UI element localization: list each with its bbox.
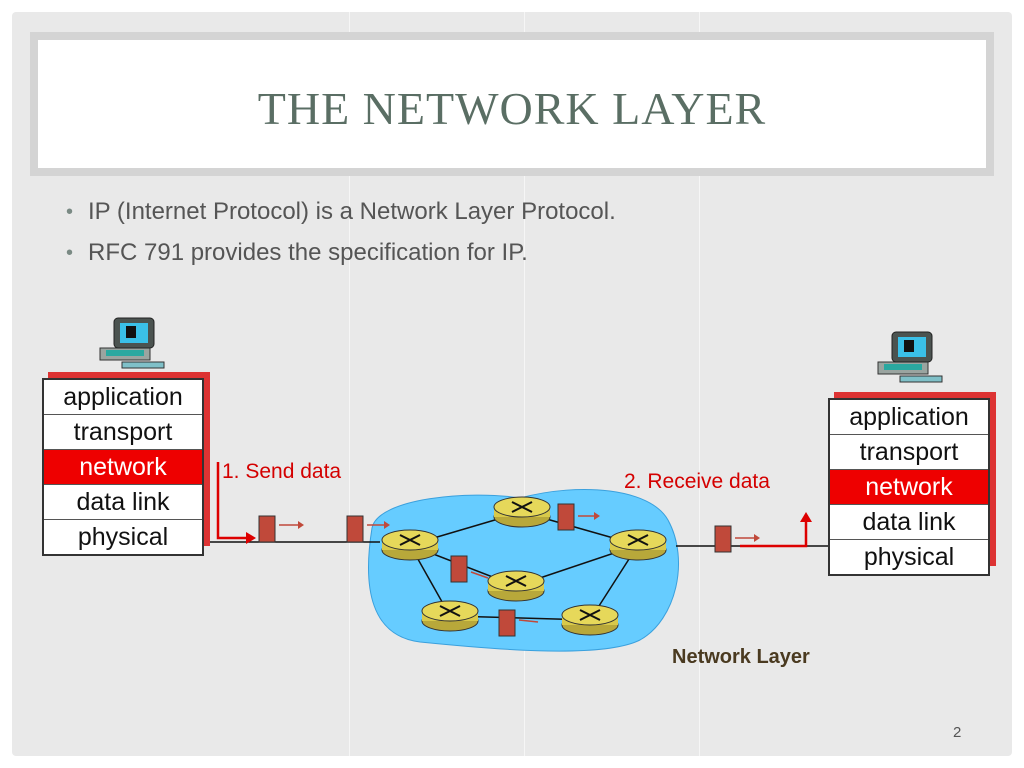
receive-arrowhead	[800, 512, 812, 522]
router-icon	[609, 529, 667, 561]
layer-transport: transport	[830, 435, 988, 470]
computer-icon	[99, 317, 165, 369]
layer-network: network	[830, 470, 988, 505]
bullet-text: RFC 791 provides the specification for I…	[88, 239, 528, 266]
stack-box: application transport network data link …	[828, 398, 990, 576]
router-icon	[561, 604, 619, 636]
receiver-protocol-stack: application transport network data link …	[828, 392, 996, 576]
background-stripe	[349, 12, 350, 756]
bullet-icon: •	[66, 242, 74, 264]
page-number: 2	[953, 724, 962, 741]
layer-transport: transport	[44, 415, 202, 450]
bullet-icon: •	[66, 201, 74, 223]
stack-box: application transport network data link …	[42, 378, 204, 556]
packet-icon	[450, 555, 489, 583]
bullet-item: • IP (Internet Protocol) is a Network Lay…	[60, 196, 616, 237]
layer-application: application	[44, 380, 202, 415]
background-stripe	[699, 12, 700, 756]
slide-title: THE NETWORK LAYER	[257, 83, 767, 134]
bullet-text: IP (Internet Protocol) is a Network Laye…	[88, 198, 616, 225]
layer-physical: physical	[77, 523, 169, 551]
title-box: THE NETWORK LAYER	[30, 32, 994, 176]
layer-application: application	[830, 400, 988, 435]
packet-icon	[498, 609, 539, 637]
bullet-list: • IP (Internet Protocol) is a Network Lay…	[60, 196, 616, 278]
bullet-item: • RFC 791 provides the specification for …	[60, 237, 616, 278]
router-icon	[421, 600, 479, 632]
sender-protocol-stack: application transport network data link …	[42, 372, 210, 556]
packet-icon	[557, 503, 600, 531]
layer-network: network	[44, 450, 202, 485]
send-arrowhead	[246, 532, 256, 544]
layer-data-link: data link	[830, 505, 988, 540]
packet-icon	[258, 515, 304, 543]
layer-data-link: data link	[44, 485, 202, 520]
packet-icon	[346, 515, 390, 543]
router-icon	[493, 496, 551, 528]
layer-physical: physical	[863, 543, 955, 571]
receive-arrow	[740, 520, 808, 548]
cloud-caption: Network Layer	[672, 646, 810, 668]
packet-icon	[714, 525, 760, 553]
send-data-label: 1. Send data	[222, 460, 342, 483]
router-icon	[487, 570, 545, 602]
router-icon	[381, 529, 439, 561]
send-arrow	[216, 462, 252, 540]
computer-icon	[877, 331, 943, 383]
receive-data-label: 2. Receive data	[624, 470, 770, 493]
background-stripe	[524, 12, 525, 756]
